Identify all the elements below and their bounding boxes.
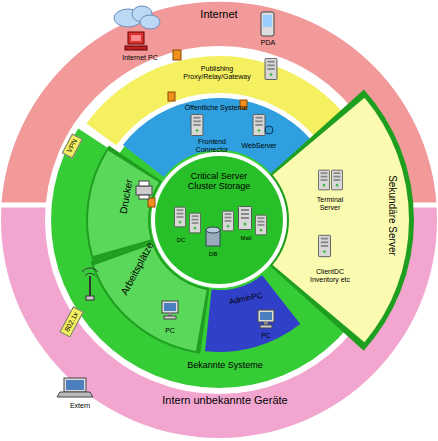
secondary-border <box>34 35 404 405</box>
zone-label: PC <box>160 327 180 335</box>
zone-node: Sekundäre ServerTerminal ServerClientDC … <box>337 210 438 221</box>
core-circle <box>155 156 283 284</box>
zone-node: Öffentliche SystemeFrontend ConnectorWeb… <box>171 104 261 112</box>
printer-icon <box>136 181 152 199</box>
zone-node: VPN <box>52 140 92 152</box>
zone-label: Internet PC <box>115 54 165 62</box>
zone-label: Terminal Server <box>307 196 353 211</box>
zone-node: Publishing Proxy/Relay/Gateway <box>175 65 259 80</box>
core-gap <box>151 152 287 288</box>
zone-node: Critical Server Cluster Storage <box>183 172 255 192</box>
proxy-server-icon <box>265 58 277 79</box>
zone-node: ArbeitsplätzePC <box>97 263 177 274</box>
gap-sector <box>17 18 421 422</box>
secondary-sector <box>36 37 402 403</box>
frontend-server-icon <box>191 114 203 135</box>
zone-node: PC <box>160 327 180 335</box>
zone-node: Extern <box>60 402 100 410</box>
zone-node: PC <box>256 332 276 340</box>
zone-label: Frontend Connector <box>191 138 233 153</box>
pc-icon <box>162 301 178 319</box>
database-icon <box>206 227 220 246</box>
zone-node: Frontend Connector <box>191 138 233 153</box>
pc-icon <box>258 310 274 328</box>
zone-node: PDA <box>253 39 283 47</box>
zone-node: WebServer <box>235 142 283 150</box>
zone-label: Extern <box>60 402 100 410</box>
web-server-icon <box>253 114 265 135</box>
server-label: DB <box>209 251 217 258</box>
zone-label: ClientDC Inventory etc <box>303 268 357 283</box>
zone-node: AdminPCPC <box>221 295 271 304</box>
server-label: Mail <box>240 235 251 242</box>
wifi-antenna-icon <box>82 268 98 300</box>
server-icon <box>189 213 200 233</box>
server-icon <box>239 207 252 230</box>
zone-label: Publishing Proxy/Relay/Gateway <box>175 65 259 80</box>
zone-node: Terminal Server <box>307 196 353 211</box>
zone-node: ClientDC Inventory etc <box>303 268 357 283</box>
zone-label: PC <box>256 332 276 340</box>
zone-label: Internet <box>179 8 259 20</box>
laptop-icon <box>57 378 93 397</box>
printer-sector <box>94 95 344 345</box>
zone-node: Internet PC <box>115 54 165 62</box>
globe-icon <box>265 126 273 134</box>
zone-label: Bekannte Systeme <box>165 361 285 371</box>
zone-label: Sekundäre Server <box>387 160 398 270</box>
server-icon <box>222 211 233 231</box>
server-icon <box>255 215 266 235</box>
client-dc-icon <box>318 235 330 256</box>
publishing-band <box>16 17 422 423</box>
zone-node: Bekannte SystemeÖffentliche SystemeFront… <box>165 361 285 371</box>
terminal-server-icon <box>318 170 329 190</box>
printer-border <box>92 93 347 348</box>
zone-node: Intern unbekannte Geräte802.1xExtern <box>140 394 310 406</box>
zone-node: Drucker <box>96 191 156 202</box>
zone-label: Critical Server Cluster Storage <box>183 172 255 192</box>
zone-label: PDA <box>253 39 283 47</box>
cloud-icon <box>114 6 160 29</box>
terminal-server-icon <box>331 170 342 190</box>
zone-label: Intern unbekannte Geräte <box>140 394 310 406</box>
zone-node: 802.1x <box>50 316 94 328</box>
server-label: DC <box>177 237 186 244</box>
admin-sector <box>77 78 361 362</box>
zone-label: WebServer <box>235 142 283 150</box>
server-icon <box>174 207 185 227</box>
zone-label: Öffentliche Systeme <box>171 104 261 112</box>
pda-icon <box>261 12 274 36</box>
zone-node: InternetInternet PCPDA <box>179 8 259 20</box>
internet-pc-icon <box>125 32 147 50</box>
